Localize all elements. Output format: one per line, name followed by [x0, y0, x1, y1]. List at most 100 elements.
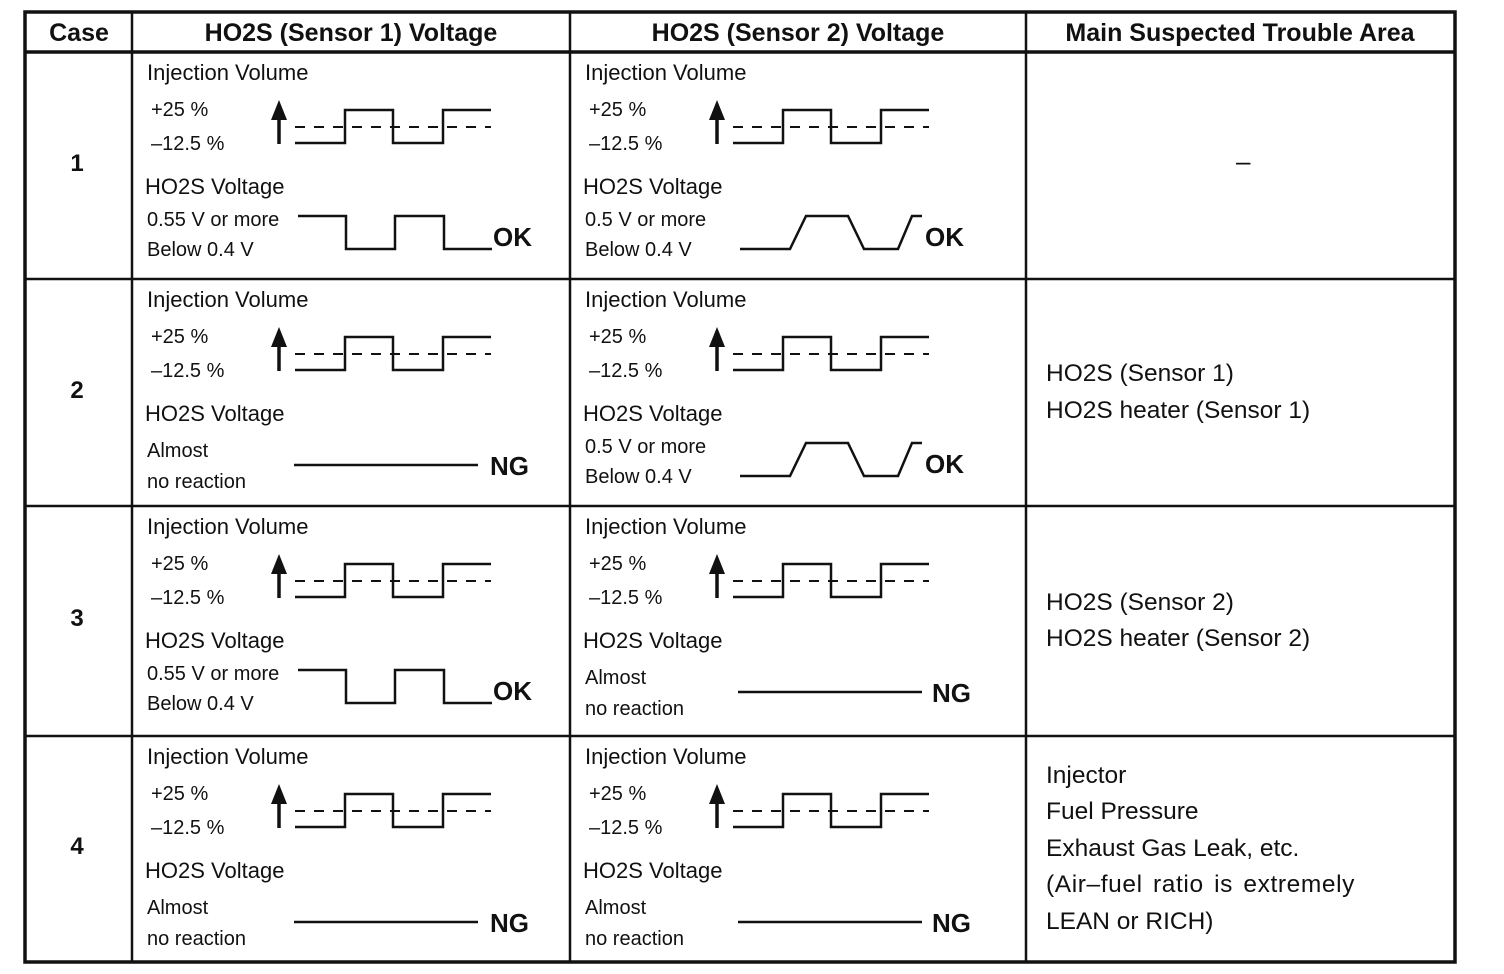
case-number: 1 — [70, 149, 84, 177]
sensor1-voltage-square-wave — [298, 668, 492, 705]
injection-square-wave — [295, 335, 491, 372]
sensor2-almost-label: Almost — [585, 667, 647, 689]
sensor2-minus-label: –12.5 % — [589, 360, 663, 382]
header-trouble-area: Main Suspected Trouble Area — [1065, 19, 1415, 47]
header-sensor2: HO2S (Sensor 2) Voltage — [651, 19, 945, 47]
sensor2-injection-waveform — [709, 784, 929, 829]
injection-square-wave — [733, 562, 929, 599]
sensor1-plus-label: +25 % — [151, 326, 209, 348]
sensor1-injection-waveform — [271, 784, 491, 829]
arrow-up-icon — [709, 327, 725, 347]
sensor2-injection-waveform — [709, 554, 929, 599]
sensor1-high-voltage-label: 0.55 V or more — [147, 209, 280, 231]
sensor2-ho2s-voltage-label: HO2S Voltage — [583, 858, 723, 883]
sensor1-minus-label: –12.5 % — [151, 133, 225, 155]
sensor2-plus-label: +25 % — [589, 783, 647, 805]
case-number: 4 — [70, 833, 84, 860]
sensor1-no-reaction-label: no reaction — [147, 928, 246, 950]
sensor1-high-voltage-label: 0.55 V or more — [147, 663, 280, 685]
sensor1-ho2s-voltage-label: HO2S Voltage — [145, 401, 285, 426]
sensor1-injection-volume-label: Injection Volume — [147, 287, 309, 312]
sensor1-almost-label: Almost — [147, 440, 209, 462]
sensor1-injection-volume-label: Injection Volume — [147, 514, 309, 539]
sensor1-result: NG — [490, 908, 529, 938]
sensor1-plus-label: +25 % — [151, 783, 209, 805]
sensor2-no-reaction-label: no reaction — [585, 928, 684, 950]
sensor1-low-voltage-label: Below 0.4 V — [147, 693, 254, 715]
sensor1-no-reaction-label: no reaction — [147, 471, 246, 493]
trouble-area-list: HO2S (Sensor 1) HO2S heater (Sensor 1) — [1046, 356, 1310, 429]
injection-square-wave — [295, 792, 491, 829]
header-case: Case — [49, 19, 109, 47]
sensor2-high-voltage-label: 0.5 V or more — [585, 209, 707, 231]
case-number: 2 — [70, 376, 84, 404]
sensor1-low-voltage-label: Below 0.4 V — [147, 239, 254, 261]
trouble-area-item: HO2S heater (Sensor 1) — [1046, 396, 1311, 424]
sensor2-voltage-trapezoid-wave — [740, 214, 922, 251]
sensor2-high-voltage-label: 0.5 V or more — [585, 436, 707, 458]
sensor1-plus-label: +25 % — [151, 99, 209, 121]
sensor2-injection-volume-label: Injection Volume — [585, 287, 747, 312]
sensor2-almost-label: Almost — [585, 897, 647, 919]
sensor2-injection-waveform — [709, 100, 929, 145]
sensor2-result: OK — [925, 449, 964, 479]
sensor1-ho2s-voltage-label: HO2S Voltage — [145, 858, 285, 883]
sensor2-minus-label: –12.5 % — [589, 133, 663, 155]
sensor2-minus-label: –12.5 % — [589, 587, 663, 609]
sensor2-injection-volume-label: Injection Volume — [585, 744, 747, 769]
trouble-area-item: HO2S (Sensor 1) — [1046, 360, 1234, 387]
arrow-up-icon — [709, 554, 725, 574]
arrow-up-icon — [271, 100, 287, 120]
sensor1-ho2s-voltage-label: HO2S Voltage — [145, 174, 285, 199]
trouble-area-item: Injector — [1046, 761, 1127, 789]
arrow-up-icon — [709, 100, 725, 120]
sensor2-low-voltage-label: Below 0.4 V — [585, 239, 692, 261]
sensor2-no-reaction-label: no reaction — [585, 698, 684, 720]
sensor2-minus-label: –12.5 % — [589, 817, 663, 839]
sensor2-injection-volume-label: Injection Volume — [585, 514, 747, 539]
sensor2-ho2s-voltage-label: HO2S Voltage — [583, 174, 723, 199]
sensor2-plus-label: +25 % — [589, 326, 647, 348]
sensor1-injection-waveform — [271, 100, 491, 145]
sensor1-result: OK — [493, 222, 532, 252]
sensor2-ho2s-voltage-label: HO2S Voltage — [583, 401, 723, 426]
table-border — [23, 10, 1457, 964]
arrow-up-icon — [709, 784, 725, 804]
sensor2-plus-label: +25 % — [589, 99, 647, 121]
trouble-area-item: Fuel Pressure — [1046, 798, 1199, 826]
sensor2-low-voltage-label: Below 0.4 V — [585, 466, 692, 488]
trouble-area-item: HO2S heater (Sensor 2) — [1046, 625, 1311, 652]
sensor1-plus-label: +25 % — [151, 553, 209, 575]
injection-square-wave — [295, 108, 491, 145]
header-sensor1: HO2S (Sensor 1) Voltage — [204, 19, 498, 47]
sensor2-injection-waveform — [709, 327, 929, 372]
sensor2-plus-label: +25 % — [589, 553, 647, 575]
sensor1-result: OK — [493, 676, 532, 706]
arrow-up-icon — [271, 784, 287, 804]
sensor1-injection-waveform — [271, 554, 491, 599]
sensor1-minus-label: –12.5 % — [151, 587, 225, 609]
arrow-up-icon — [271, 554, 287, 574]
trouble-area-list: HO2S (Sensor 2)HO2S heater (Sensor 2) — [1046, 585, 1310, 658]
trouble-area-none: – — [1236, 145, 1251, 176]
injection-square-wave — [733, 792, 929, 829]
sensor2-injection-volume-label: Injection Volume — [585, 60, 747, 85]
sensor1-almost-label: Almost — [147, 897, 209, 919]
sensor1-ho2s-voltage-label: HO2S Voltage — [145, 628, 285, 653]
sensor2-result: NG — [932, 678, 971, 708]
sensor1-result: NG — [490, 451, 529, 481]
trouble-area-item: Exhaust Gas Leak, etc. — [1046, 834, 1300, 862]
sensor2-result: OK — [925, 222, 964, 252]
sensor1-minus-label: –12.5 % — [151, 817, 225, 839]
sensor2-ho2s-voltage-label: HO2S Voltage — [583, 628, 723, 653]
injection-square-wave — [295, 562, 491, 599]
sensor1-injection-waveform — [271, 327, 491, 372]
case-number: 3 — [70, 605, 84, 632]
sensor1-injection-volume-label: Injection Volume — [147, 60, 309, 85]
sensor1-voltage-square-wave — [298, 214, 492, 251]
sensor1-minus-label: –12.5 % — [151, 360, 225, 382]
sensor2-voltage-trapezoid-wave — [740, 441, 922, 478]
